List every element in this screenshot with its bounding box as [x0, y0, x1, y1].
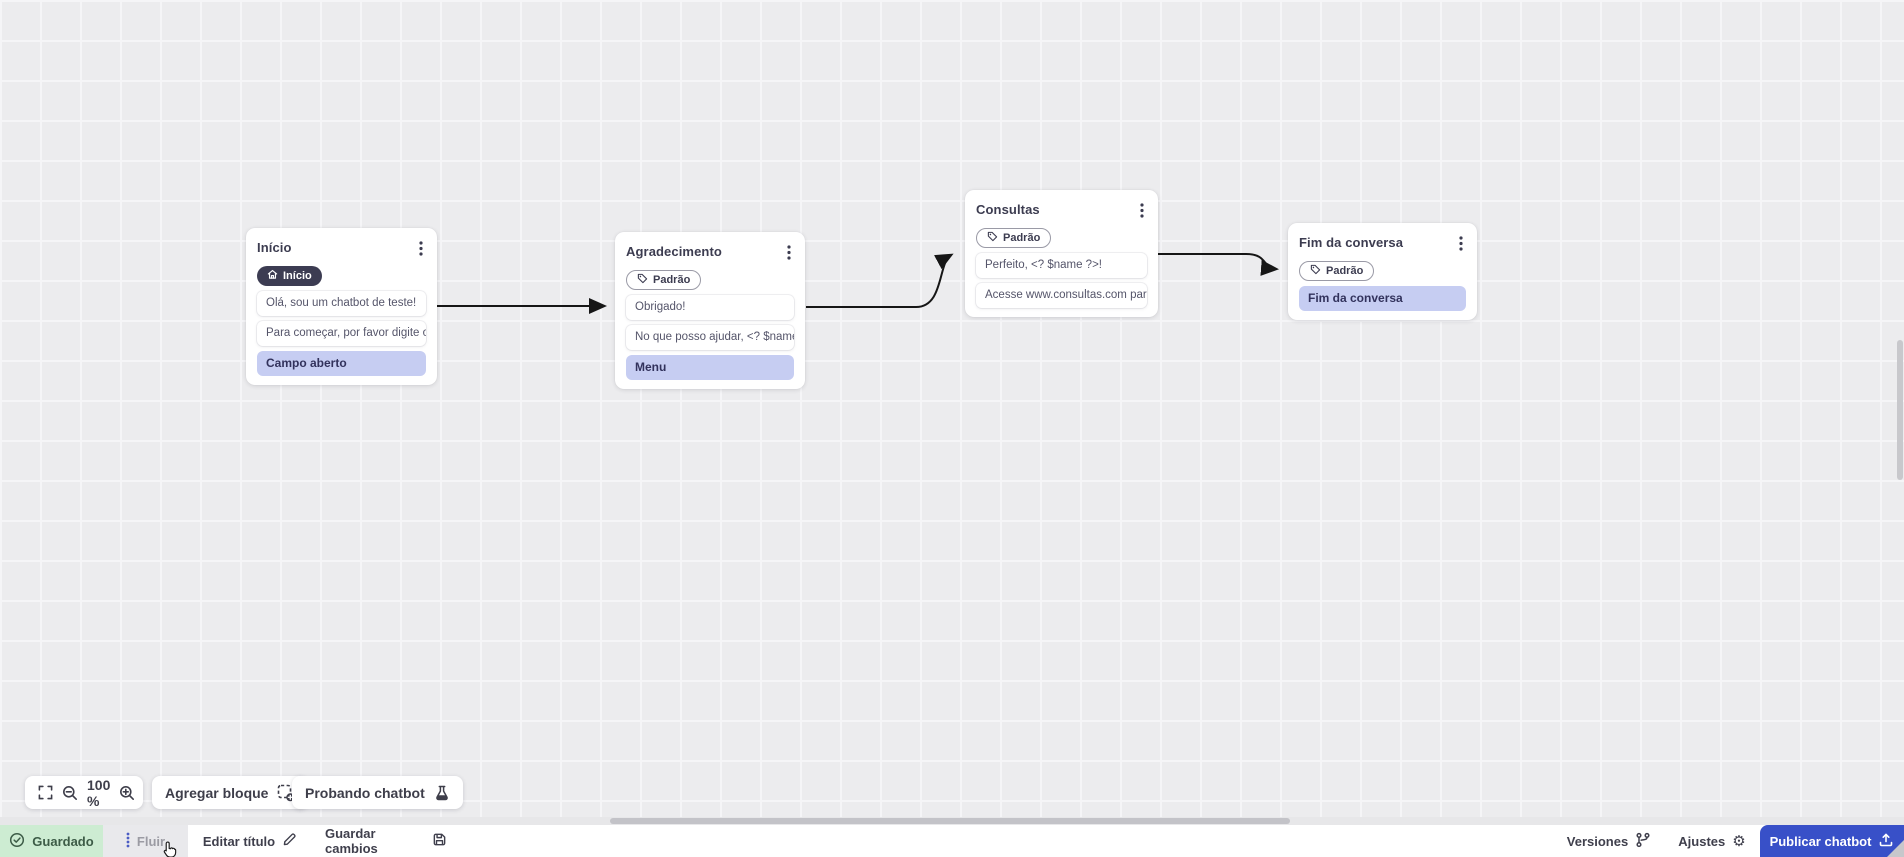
message-item[interactable]: Para começar, por favor digite o ...	[257, 321, 426, 346]
test-chatbot-label: Probando chatbot	[305, 784, 425, 801]
edit-title-label: Editar título	[202, 833, 276, 849]
vertical-scrollbar-thumb[interactable]	[1897, 340, 1903, 480]
zoom-in-icon[interactable]	[119, 785, 135, 801]
zoom-out-icon[interactable]	[62, 785, 78, 801]
horizontal-scrollbar-thumb[interactable]	[610, 818, 1290, 824]
tab-fluir[interactable]: Fluir	[103, 825, 188, 857]
node-type-badge-padrao: Padrão	[1299, 261, 1375, 281]
saved-status-label: Guardado	[32, 833, 94, 849]
publish-chatbot-button[interactable]: Publicar chatbot	[1760, 825, 1904, 857]
node-title: Consultas	[976, 202, 1040, 217]
node-type-badge-padrao: Padrão	[626, 270, 702, 290]
flow-node-inicio[interactable]: Início Início Olá, sou um chatbot de tes…	[246, 228, 437, 385]
action-item[interactable]: Menu	[626, 355, 794, 380]
publish-chatbot-label: Publicar chatbot	[1769, 833, 1872, 849]
node-type-badge-inicio: Início	[257, 266, 322, 286]
tag-icon	[987, 231, 998, 245]
tab-fluir-label: Fluir	[136, 833, 166, 849]
home-icon	[267, 269, 278, 283]
bottom-bar: Guardado Fluir Editar título Guardar cam…	[0, 825, 1904, 857]
zoom-toolbar: 100 %	[25, 776, 143, 809]
window-resize-grip	[1887, 840, 1904, 857]
message-item[interactable]: Olá, sou um chatbot de teste!	[257, 291, 426, 316]
action-item[interactable]: Campo aberto	[257, 351, 426, 376]
check-circle-icon	[9, 832, 25, 851]
fit-screen-icon[interactable]	[38, 785, 53, 800]
badge-label: Padrão	[653, 274, 691, 286]
message-item[interactable]: Obrigado!	[626, 295, 794, 320]
edge-agradecimento-consultas	[806, 253, 954, 308]
badge-label: Padrão	[1003, 232, 1041, 244]
action-item[interactable]: Fim da conversa	[1299, 286, 1466, 311]
message-item[interactable]: Perfeito, <? $name ?>!	[976, 253, 1147, 278]
node-menu-kebab-icon[interactable]	[1456, 235, 1466, 252]
flow-node-consultas[interactable]: Consultas Padrão Perfeito, <? $name ?>! …	[965, 190, 1158, 317]
save-changes-label: Guardar cambios	[325, 826, 378, 856]
settings-label: Ajustes	[1678, 833, 1726, 849]
node-menu-kebab-icon[interactable]	[416, 240, 426, 257]
node-title: Início	[257, 240, 292, 255]
pencil-icon	[282, 832, 297, 850]
message-item[interactable]: Acesse www.consultas.com par...	[976, 283, 1147, 308]
save-changes-button[interactable]: Guardar cambios	[325, 825, 447, 857]
node-menu-kebab-icon[interactable]	[1137, 202, 1147, 219]
flask-icon	[434, 785, 450, 801]
horizontal-scrollbar-track[interactable]	[0, 817, 1904, 825]
settings-button[interactable]: Ajustes ⚙	[1678, 825, 1746, 857]
flow-node-agradecimento[interactable]: Agradecimento Padrão Obrigado! No que po…	[615, 232, 805, 389]
save-icon	[432, 832, 447, 850]
versions-label: Versiones	[1566, 833, 1629, 849]
tag-icon	[1310, 264, 1321, 278]
badge-label: Padrão	[1326, 265, 1364, 277]
node-type-badge-padrao: Padrão	[976, 228, 1052, 248]
node-menu-kebab-icon[interactable]	[784, 244, 794, 261]
saved-status-badge: Guardado	[0, 825, 103, 857]
gear-icon: ⚙	[1732, 832, 1746, 850]
flow-node-fim-da-conversa[interactable]: Fim da conversa Padrão Fim da conversa	[1288, 223, 1477, 320]
add-block-button[interactable]: Agregar bloque	[152, 776, 309, 809]
message-item[interactable]: No que posso ajudar, <? $name ...	[626, 325, 794, 350]
versions-button[interactable]: Versiones	[1566, 825, 1651, 857]
drag-handle-icon[interactable]	[126, 832, 130, 851]
edit-title-button[interactable]: Editar título	[200, 825, 300, 857]
zoom-level: 100 %	[87, 776, 111, 809]
edge-consultas-fim	[1158, 253, 1279, 276]
tag-icon	[637, 273, 648, 287]
node-title: Fim da conversa	[1299, 235, 1404, 250]
node-title: Agradecimento	[626, 244, 722, 259]
test-chatbot-button[interactable]: Probando chatbot	[292, 776, 463, 809]
branch-icon	[1635, 832, 1651, 851]
add-block-label: Agregar bloque	[165, 784, 269, 801]
badge-label: Início	[283, 270, 312, 282]
